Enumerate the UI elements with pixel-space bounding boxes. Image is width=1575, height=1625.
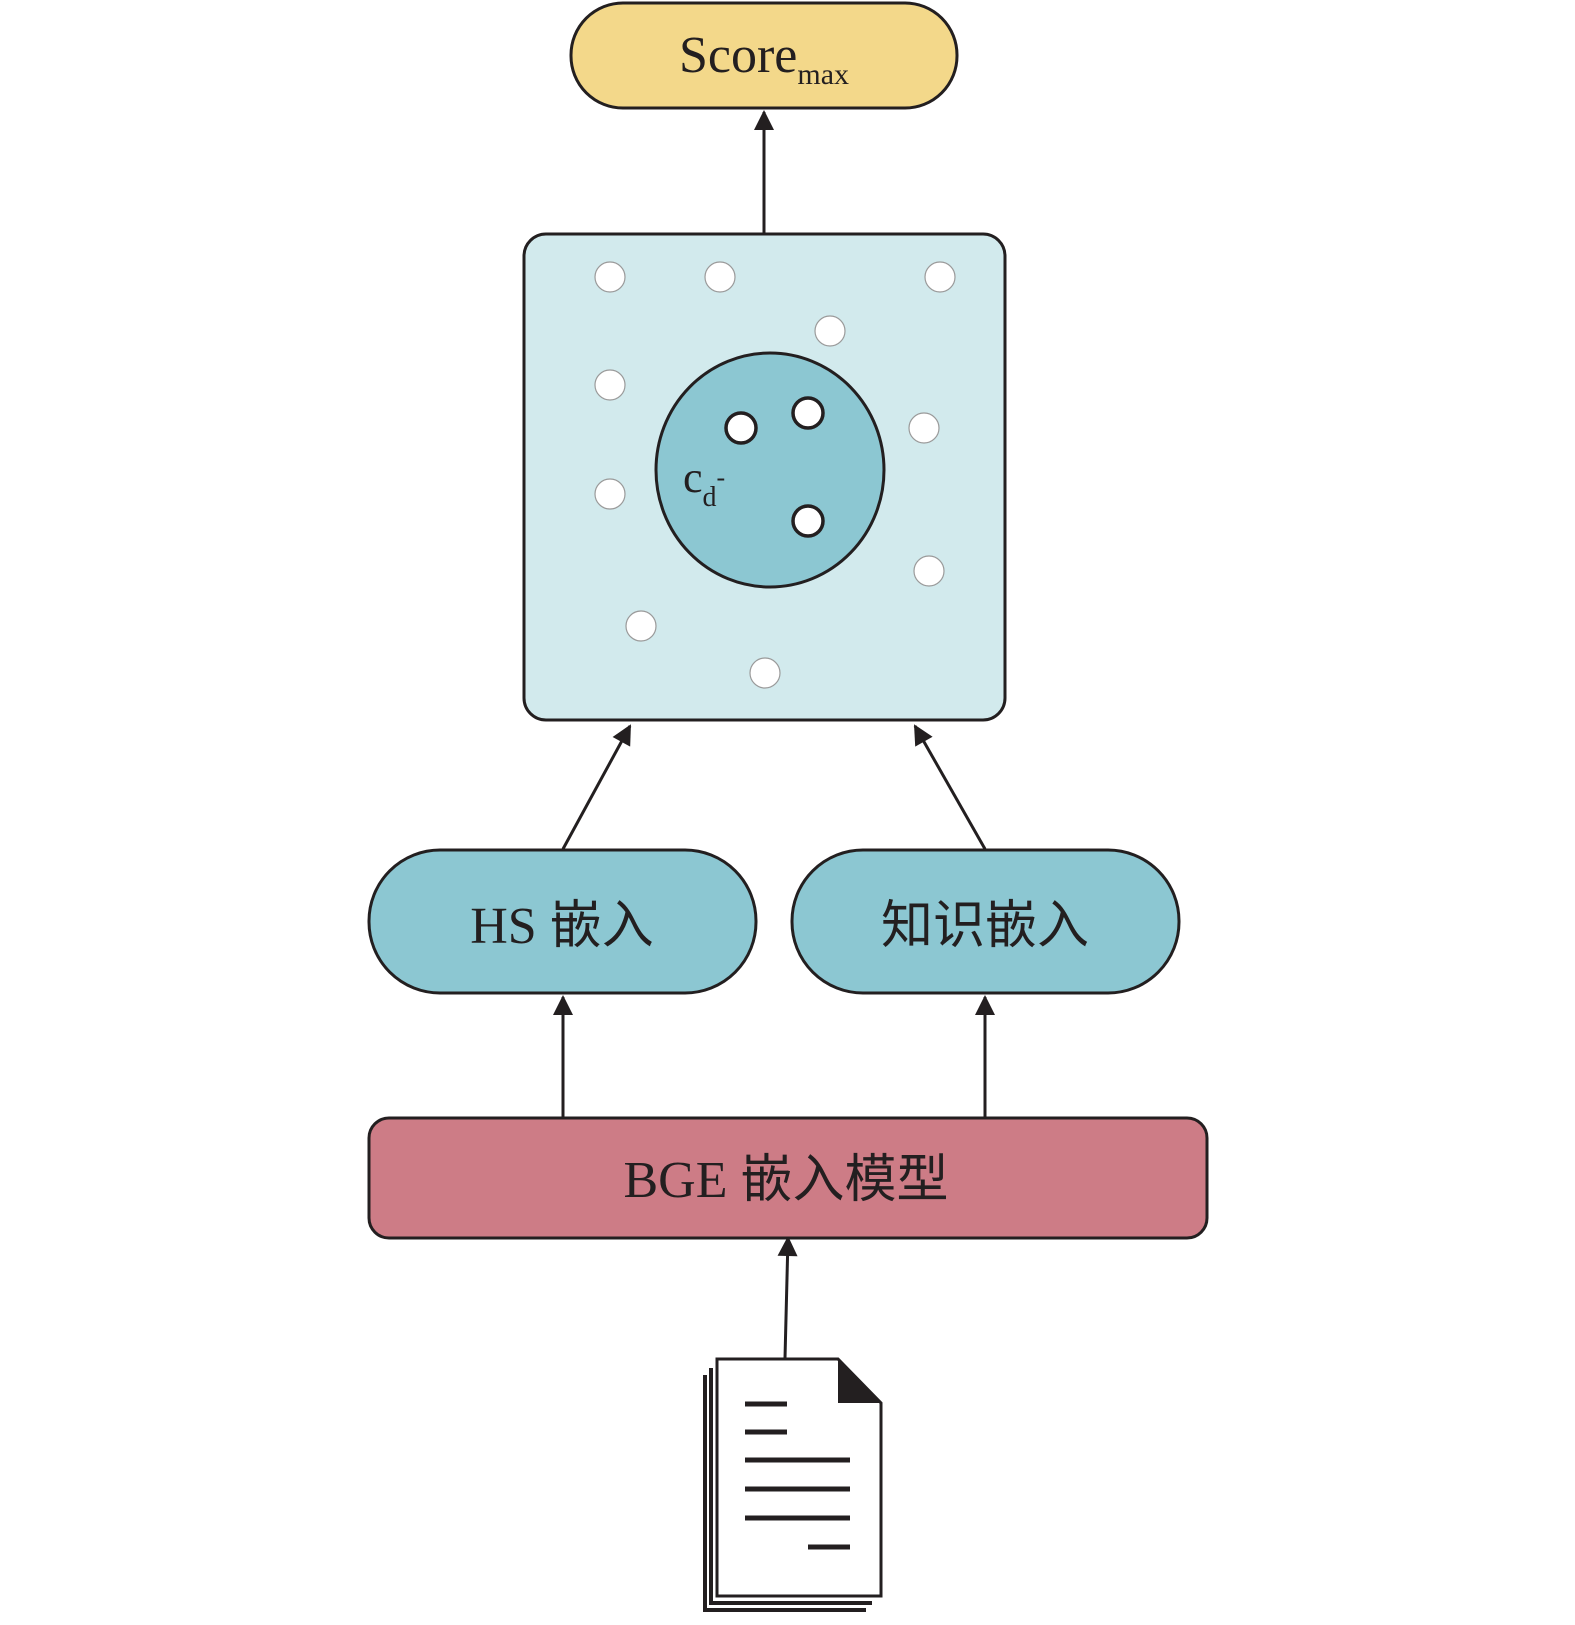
document-text-lines <box>745 1401 850 1550</box>
score-node-shape <box>569 1 959 110</box>
hs-embed-label: HS 嵌入 <box>470 898 653 955</box>
knowledge-embed-node: 知识嵌入 <box>790 848 1181 995</box>
hs-embed-node-shape <box>367 848 758 995</box>
score-label-main: Score <box>679 27 797 84</box>
score-label: Scoremax <box>679 27 849 91</box>
document-back-page <box>703 1375 866 1612</box>
embedding-point <box>594 261 626 293</box>
cluster-label-superscript: - <box>717 463 726 492</box>
cluster-point <box>791 504 825 538</box>
cluster-label: cd- <box>683 453 725 513</box>
document-fold-corner <box>838 1359 881 1403</box>
bge-model-node-shape <box>367 1116 1209 1240</box>
embedding-point <box>924 261 956 293</box>
cluster-points <box>724 396 825 538</box>
cluster-label-subscript: d <box>703 482 717 513</box>
bge-model-node: BGE 嵌入模型 <box>367 1116 1209 1240</box>
cluster-point <box>724 411 758 445</box>
hs-embed-node: HS 嵌入 <box>367 848 758 995</box>
cluster-label-main: c <box>683 453 703 502</box>
score-label-subscript: max <box>797 58 849 91</box>
embedding-point <box>625 610 657 642</box>
embedding-point <box>814 315 846 347</box>
embedding-point <box>908 412 940 444</box>
bge-model-label: BGE 嵌入模型 <box>623 1152 948 1209</box>
document-middle-page <box>709 1368 872 1605</box>
embedding-point <box>594 478 626 510</box>
score-node: Scoremax <box>569 1 959 110</box>
embedding-point <box>594 369 626 401</box>
embedding-point <box>913 555 945 587</box>
embedding-points <box>594 261 956 689</box>
cluster: cd- <box>654 351 886 589</box>
knowledge-embed-label: 知识嵌入 <box>881 898 1089 955</box>
arrow-hs-embed-to-space <box>561 724 632 850</box>
document-icon <box>703 1357 883 1612</box>
cluster-circle <box>654 351 886 589</box>
arrow-knowledge-embed-to-space <box>913 724 987 850</box>
arrow-document-to-bge <box>777 1236 798 1359</box>
knowledge-embed-node-shape <box>790 848 1181 995</box>
embedding-point <box>704 261 736 293</box>
document-front-page <box>715 1357 883 1598</box>
embedding-point <box>749 657 781 689</box>
embedding-space: cd- <box>522 232 1007 722</box>
cluster-point <box>791 396 825 430</box>
